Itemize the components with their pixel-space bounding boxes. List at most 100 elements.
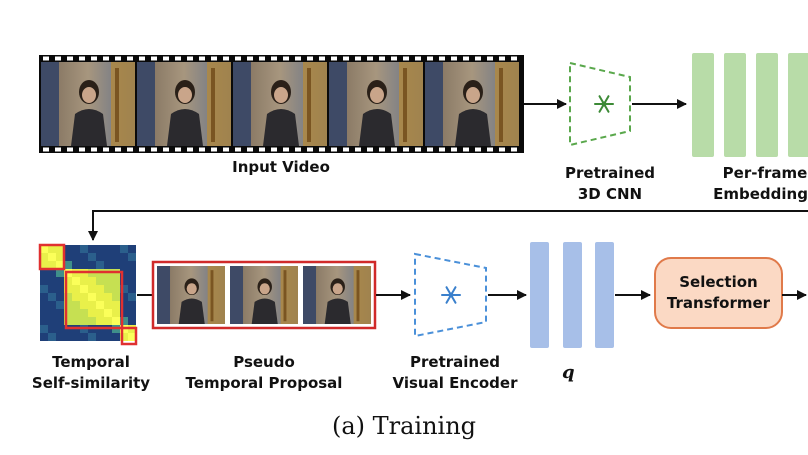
heatmap-cell <box>128 269 136 277</box>
pseudo-proposal-label: Pseudo Temporal Proposal <box>178 352 350 394</box>
heatmap-cell <box>120 277 128 285</box>
heatmap-cell <box>64 293 72 301</box>
heatmap-cell <box>104 277 112 285</box>
heatmap-cell <box>128 285 136 293</box>
sprocket-hole <box>511 147 517 152</box>
sprocket-hole <box>55 147 61 152</box>
sprocket-hole <box>367 56 373 61</box>
heatmap-cell <box>120 333 128 341</box>
heatmap-cell <box>112 293 120 301</box>
sprocket-hole <box>355 56 361 61</box>
heatmap-cell <box>128 293 136 301</box>
heatmap-cell <box>40 269 48 277</box>
sprocket-hole <box>415 147 421 152</box>
sprocket-hole <box>487 56 493 61</box>
sprocket-hole <box>55 56 61 61</box>
heatmap-cell <box>40 285 48 293</box>
film-sprocket-holes-top <box>43 56 517 61</box>
sprocket-hole <box>151 147 157 152</box>
heatmap-cell <box>72 277 80 285</box>
heatmap-cell <box>56 301 64 309</box>
sprocket-hole <box>391 56 397 61</box>
sprocket-hole <box>163 147 169 152</box>
heatmap-cell <box>56 293 64 301</box>
heatmap-cell <box>96 301 104 309</box>
video-frame-5 <box>425 62 519 146</box>
heatmap-highlight <box>64 270 124 330</box>
heatmap-cell <box>88 285 96 293</box>
heatmap-cell <box>88 245 96 253</box>
input-video-filmstrip <box>39 55 524 153</box>
sprocket-hole <box>79 56 85 61</box>
sprocket-hole <box>439 56 445 61</box>
heatmap-cell <box>72 301 80 309</box>
heatmap-cell <box>120 293 128 301</box>
heatmap-cell <box>120 309 128 317</box>
pretrained-3d-cnn-block <box>569 61 631 147</box>
heatmap-cell <box>72 317 80 325</box>
heatmap-cell <box>88 293 96 301</box>
proposal-frame-2 <box>230 266 298 324</box>
heatmap-cell <box>104 293 112 301</box>
heatmap-cell <box>112 301 120 309</box>
video-frame-3 <box>233 62 327 146</box>
sprocket-hole <box>271 147 277 152</box>
heatmap-cell <box>104 253 112 261</box>
heatmap-cell <box>104 317 112 325</box>
sprocket-hole <box>475 56 481 61</box>
visual-encoder-label-line2: Visual Encoder <box>392 374 518 392</box>
heatmap-cell <box>40 333 48 341</box>
heatmap-cell <box>40 253 48 261</box>
sprocket-hole <box>211 56 217 61</box>
sprocket-hole <box>199 56 205 61</box>
heatmap-cell <box>64 285 72 293</box>
heatmap-cell <box>48 309 56 317</box>
heatmap-cell <box>56 333 64 341</box>
video-frame-1 <box>41 62 135 146</box>
heatmap-cell <box>48 301 56 309</box>
temporal-self-similarity-matrix <box>38 243 138 346</box>
sprocket-hole <box>139 56 145 61</box>
sprocket-hole <box>223 56 229 61</box>
sprocket-hole <box>415 56 421 61</box>
sprocket-hole <box>199 147 205 152</box>
heatmap-cell <box>112 317 120 325</box>
self-similarity-label-line1: Temporal <box>52 353 130 371</box>
sprocket-hole <box>427 56 433 61</box>
video-frame-4 <box>329 62 423 146</box>
heatmap-cell <box>128 317 136 325</box>
sprocket-hole <box>67 56 73 61</box>
heatmap-cell <box>112 245 120 253</box>
sprocket-hole <box>247 147 253 152</box>
heatmap-cell <box>80 245 88 253</box>
sprocket-hole <box>379 56 385 61</box>
heatmap-cell <box>64 333 72 341</box>
heatmap-cell <box>128 309 136 317</box>
frame-embeddings-label: Per-frame Embeddings <box>700 163 808 205</box>
pretrained-visual-encoder-block <box>414 252 487 338</box>
sprocket-hole <box>403 147 409 152</box>
sprocket-hole <box>499 147 505 152</box>
heatmap-cell <box>56 277 64 285</box>
pseudo-proposal-label-line1: Pseudo <box>233 353 295 371</box>
heatmap-cell <box>48 261 56 269</box>
sprocket-hole <box>319 56 325 61</box>
heatmap-cell <box>104 261 112 269</box>
heatmap-cell <box>48 253 56 261</box>
heatmap-cell <box>96 333 104 341</box>
heatmap-cell <box>96 245 104 253</box>
sprocket-hole <box>247 56 253 61</box>
visual-encoder-label-line1: Pretrained <box>410 353 500 371</box>
heatmap-cell <box>48 333 56 341</box>
heatmap-cell <box>40 261 48 269</box>
sprocket-hole <box>343 56 349 61</box>
heatmap-cell <box>112 253 120 261</box>
heatmap-highlight <box>38 243 66 271</box>
sprocket-hole <box>379 147 385 152</box>
cnn3d-label-line2: 3D CNN <box>577 185 643 203</box>
heatmap-cell <box>48 317 56 325</box>
heatmap-cell <box>40 301 48 309</box>
heatmap-cell <box>88 317 96 325</box>
cnn3d-label: Pretrained 3D CNN <box>552 163 668 205</box>
sprocket-hole <box>91 147 97 152</box>
